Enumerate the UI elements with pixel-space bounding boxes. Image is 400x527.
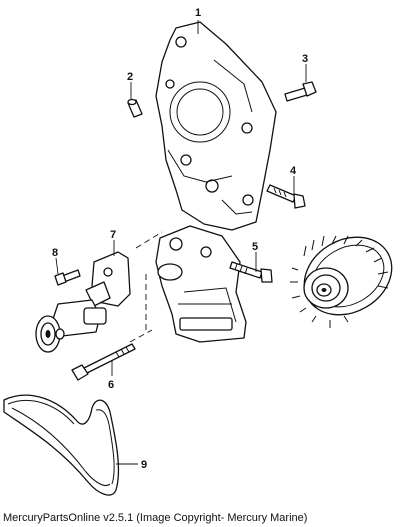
- bolt-6: [71, 343, 136, 381]
- callout-3: 3: [302, 53, 308, 65]
- callout-1: 1: [195, 7, 201, 19]
- leader-lines: [55, 20, 307, 465]
- callout-7: 7: [110, 229, 116, 241]
- callout-2: 2: [127, 71, 133, 83]
- dowel-pin: [127, 98, 143, 118]
- bolt-8: [54, 269, 81, 286]
- callout-9: 9: [141, 459, 147, 471]
- callout-4: 4: [290, 165, 297, 177]
- belt-tensioner: [35, 251, 131, 353]
- alignment-lines: [129, 231, 163, 343]
- serpentine-belt: [3, 394, 120, 496]
- callout-5: 5: [252, 241, 258, 253]
- alternator: [290, 235, 393, 328]
- bolt-5: [229, 261, 273, 283]
- bolt-3: [284, 81, 317, 102]
- lower-bracket: [155, 225, 247, 343]
- mounting-bracket-plate: [155, 21, 277, 231]
- copyright-footer: MercuryPartsOnline v2.5.1 (Image Copyrig…: [3, 512, 308, 524]
- bolt-4: [266, 184, 306, 209]
- callout-6: 6: [108, 379, 114, 391]
- callout-8: 8: [52, 247, 58, 259]
